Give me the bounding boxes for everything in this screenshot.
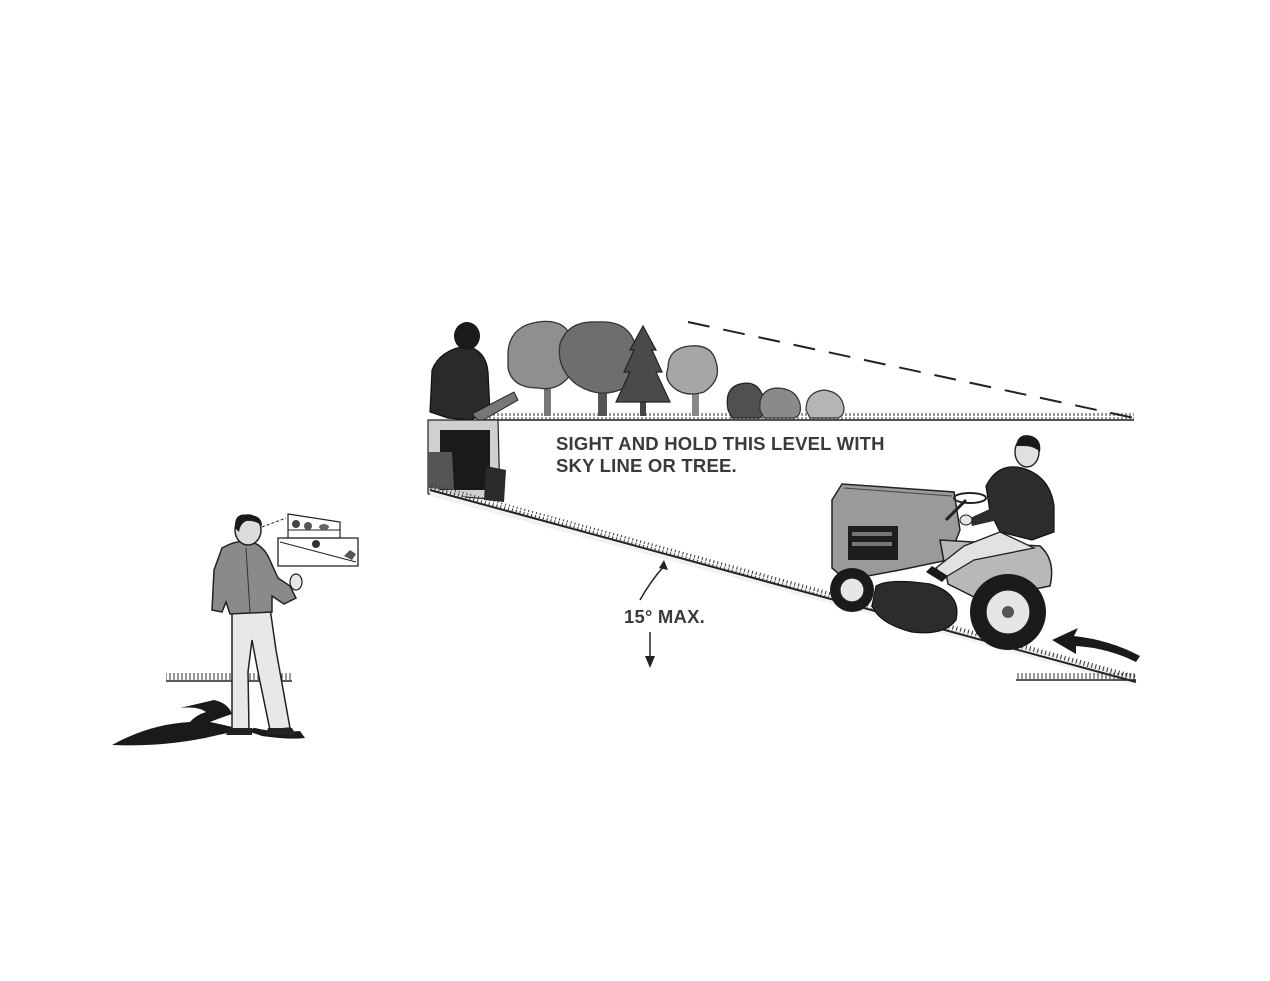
instruction-text: SIGHT AND HOLD THIS LEVEL WITH SKY LINE … [556,433,885,477]
rear-view-rider [428,322,518,502]
tree-row [508,321,844,418]
max-angle-label: 15° MAX. [624,606,705,628]
man-trousers [232,608,290,730]
sighting-man-figure [112,514,358,745]
angle-arc-upper [640,566,664,600]
slope-scene [428,321,1140,686]
sighting-paper [278,514,358,566]
bottom-level-grass [1016,672,1136,679]
instruction-line-2: SKY LINE OR TREE. [556,455,885,477]
instruction-line-1: SIGHT AND HOLD THIS LEVEL WITH [556,433,885,455]
